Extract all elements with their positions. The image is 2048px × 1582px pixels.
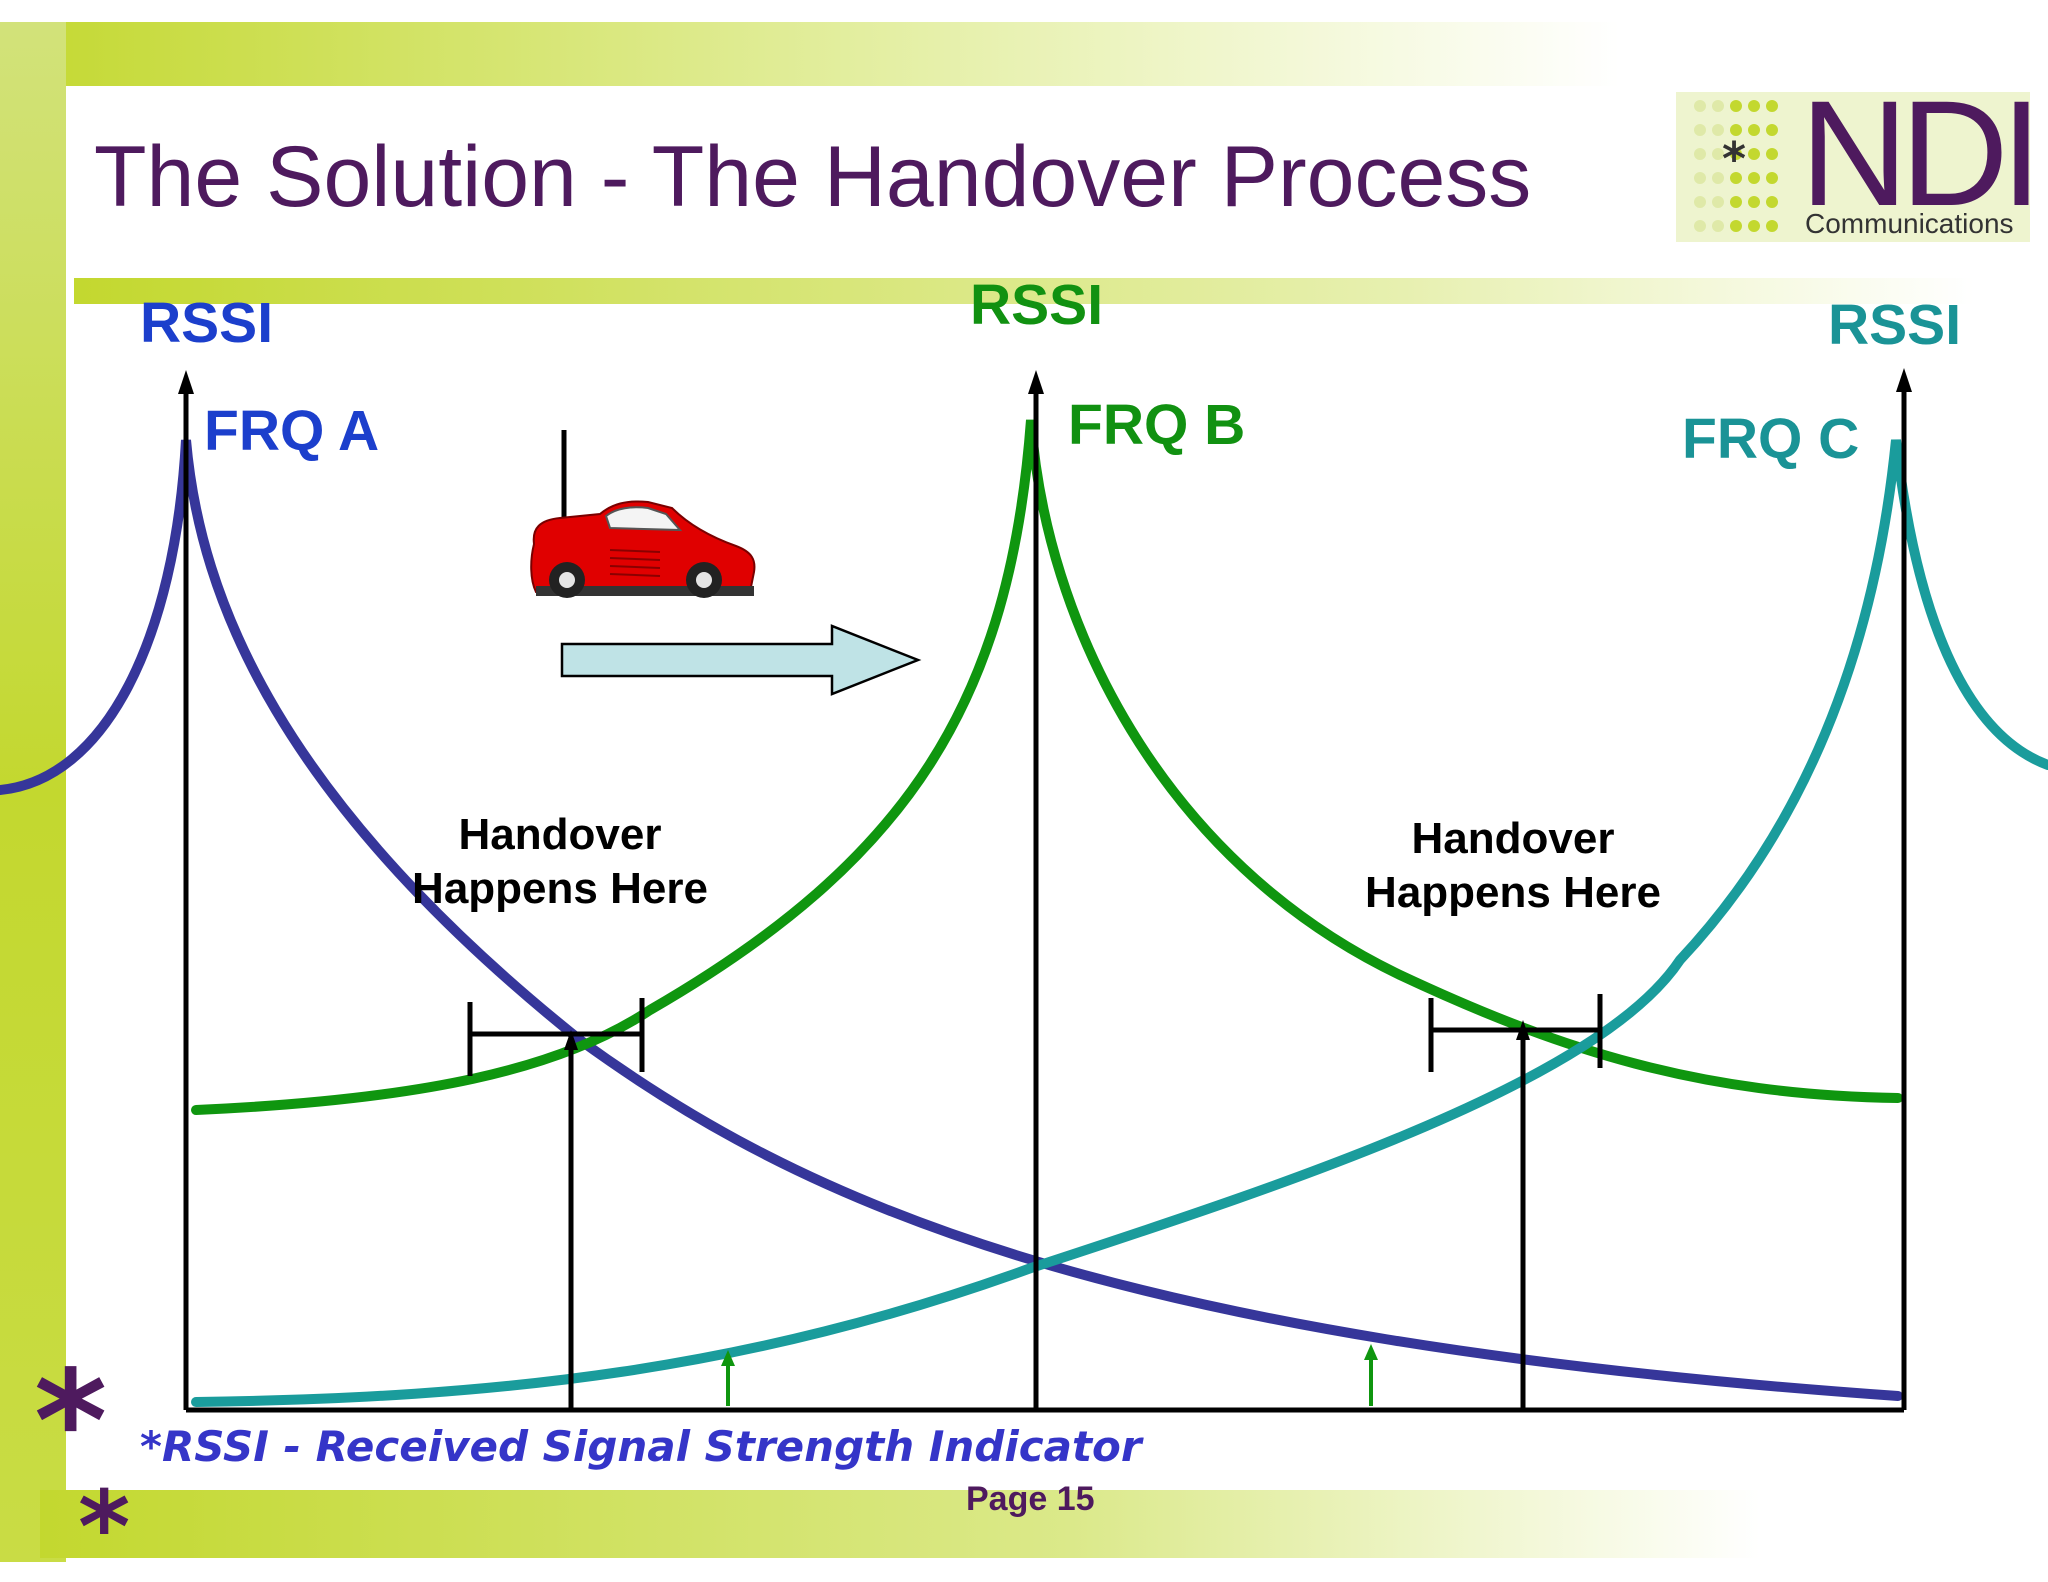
handover-label-1: Handover Happens Here [412,810,708,913]
logo-dot [1730,100,1742,112]
logo-dot [1766,100,1778,112]
frq-c-axis-label: RSSI [1828,293,1962,357]
logo-dot [1694,196,1706,208]
car-icon [530,500,756,598]
logo-dot [1748,220,1760,232]
logo-dot [1730,172,1742,184]
asterisk-icon: * [34,1341,107,1504]
slide-frame [0,22,2048,1562]
logo-dot [1694,148,1706,160]
frq-a-axis-label: RSSI [140,291,274,355]
frq-b-curve [191,419,1903,1115]
logo-dot [1730,220,1742,232]
logo-dot [1748,124,1760,136]
logo-dot [1712,124,1724,136]
rssi-footnote: *RSSI - Received Signal Strength Indicat… [140,1422,1142,1471]
title-rule [74,278,1974,304]
logo-dot [1712,196,1724,208]
page-number: Page 15 [966,1480,1095,1518]
arrowhead-icon [1896,368,1912,392]
logo-star-icon: * [1722,132,1746,186]
top-accent-band [0,22,1620,86]
logo-dot [1694,172,1706,184]
logo-dot [1748,100,1760,112]
decorative-asterisks: * * [34,1341,130,1582]
logo-dot [1730,148,1742,160]
logo-dot [1694,220,1706,232]
arrowhead-icon [1028,370,1044,394]
logo-dot [1712,148,1724,160]
logo-dot [1748,172,1760,184]
logo-dot [1730,124,1742,136]
bottom-accent-band [40,1490,1760,1558]
signal-axes [183,384,1907,1413]
frq-a-label: FRQ A [204,399,380,463]
logo-dot [1730,196,1742,208]
frq-b-label: FRQ B [1068,393,1246,457]
logo-dot [1766,172,1778,184]
handover-label-2: Handover Happens Here [1365,814,1661,917]
logo-dot [1748,196,1760,208]
green-tick-arrows [721,1344,1378,1406]
handover-brackets [467,994,1603,1076]
direction-arrow-icon [560,624,922,696]
logo-background [1676,92,2030,242]
green-arrow-icon [721,1350,735,1406]
frq-a-curve [0,439,1903,1401]
frq-c-label: FRQ C [1682,407,1860,471]
logo-dot [1766,196,1778,208]
asterisk-icon: * [78,1469,130,1582]
logo-subtitle: Communications [1805,208,2014,239]
handover-bracket-1 [467,998,645,1076]
rssi-curves [0,419,2048,1407]
green-arrow-icon [1364,1344,1378,1406]
arrowhead-icon [178,370,194,394]
logo-dot [1712,172,1724,184]
logo-dot [1712,220,1724,232]
logo-dot [1766,220,1778,232]
frq-b-axis-label: RSSI [970,273,1104,337]
logo-dot [1694,100,1706,112]
logo-name: NDI [1800,69,2034,237]
handover-bracket-2 [1428,994,1603,1072]
logo-dot [1766,148,1778,160]
logo-dot-grid [1694,100,1778,232]
logo-dot [1766,124,1778,136]
ndi-logo: * NDI Communications [1676,69,2042,242]
slide-title: The Solution - The Handover Process [94,129,1532,225]
frq-c-curve [191,439,2048,1407]
arrowhead-icon [564,1030,578,1050]
logo-dot [1712,100,1724,112]
logo-dot [1748,148,1760,160]
logo-dot [1694,124,1706,136]
